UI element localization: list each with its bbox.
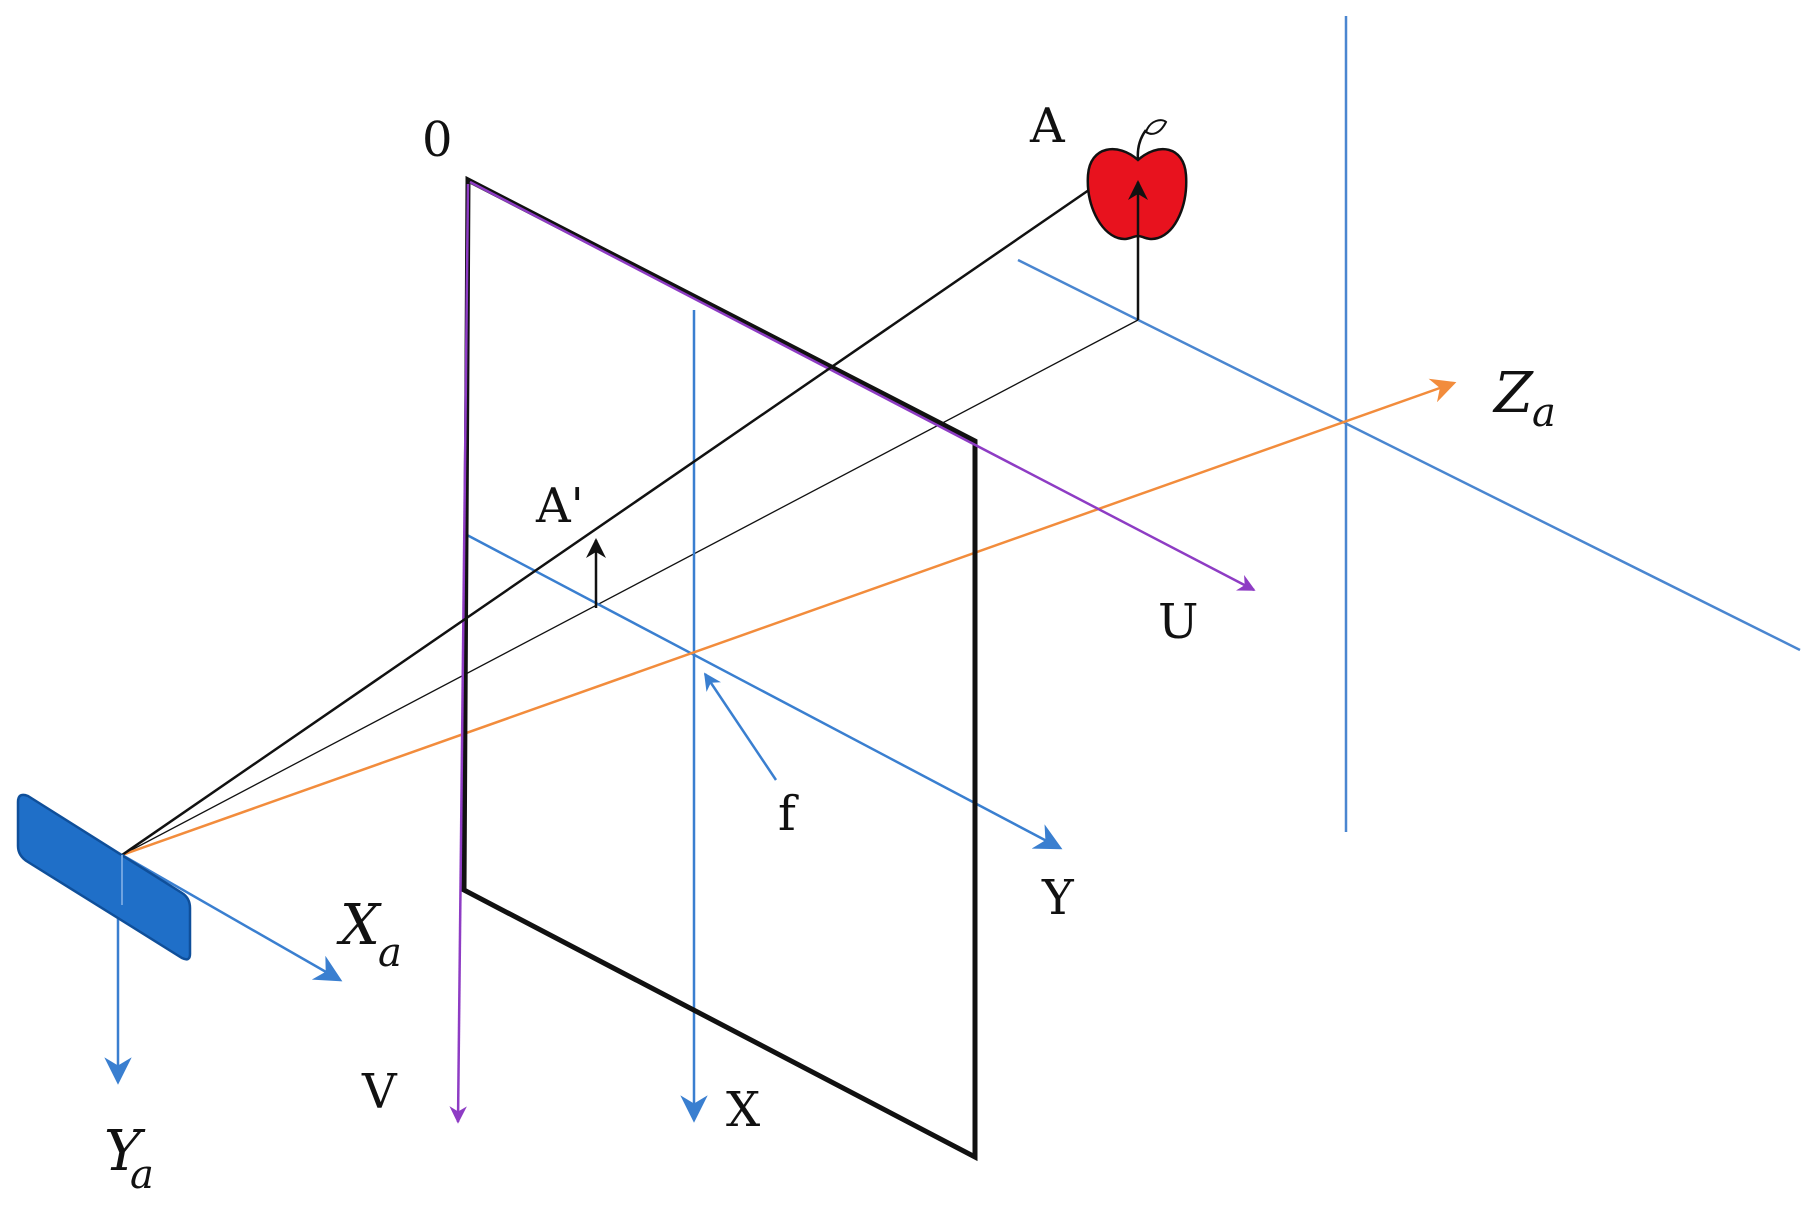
- camera-sensor-icon: [16, 793, 192, 961]
- svg-text:a: a: [1532, 390, 1556, 436]
- u-axis-line: [469, 180, 1256, 592]
- svg-text:X: X: [336, 893, 382, 958]
- svg-text:Y: Y: [104, 1119, 146, 1184]
- za-axis-line: [121, 378, 1457, 857]
- image-plane-frame: [461, 175, 978, 1162]
- xa-axis-label: X a: [336, 893, 402, 976]
- far-plane-diagonal-line: [1017, 258, 1801, 652]
- ya-axis-label: Y a: [104, 1119, 154, 1198]
- za-axis-label: Z a: [1492, 361, 1556, 436]
- focal-arrow: [703, 672, 778, 781]
- focal-label: f: [778, 786, 799, 842]
- projection-ray-thin: [121, 319, 1139, 856]
- point-a-label: A: [1029, 98, 1066, 154]
- v-axis-line: [449, 183, 470, 1124]
- origin-label: 0: [422, 112, 453, 168]
- svg-text:a: a: [130, 1152, 154, 1198]
- projection-ray-main: [121, 168, 1119, 857]
- y-axis-label: Y: [1041, 870, 1075, 926]
- point-a-prime-label: A': [535, 478, 584, 534]
- svg-text:Z: Z: [1492, 361, 1534, 426]
- svg-text:a: a: [378, 930, 402, 976]
- u-axis-label: U: [1158, 594, 1198, 650]
- y-axis-line: [466, 533, 1063, 850]
- xa-axis-line: [121, 853, 343, 982]
- v-axis-label: V: [361, 1064, 398, 1120]
- x-axis-label: X: [726, 1082, 760, 1138]
